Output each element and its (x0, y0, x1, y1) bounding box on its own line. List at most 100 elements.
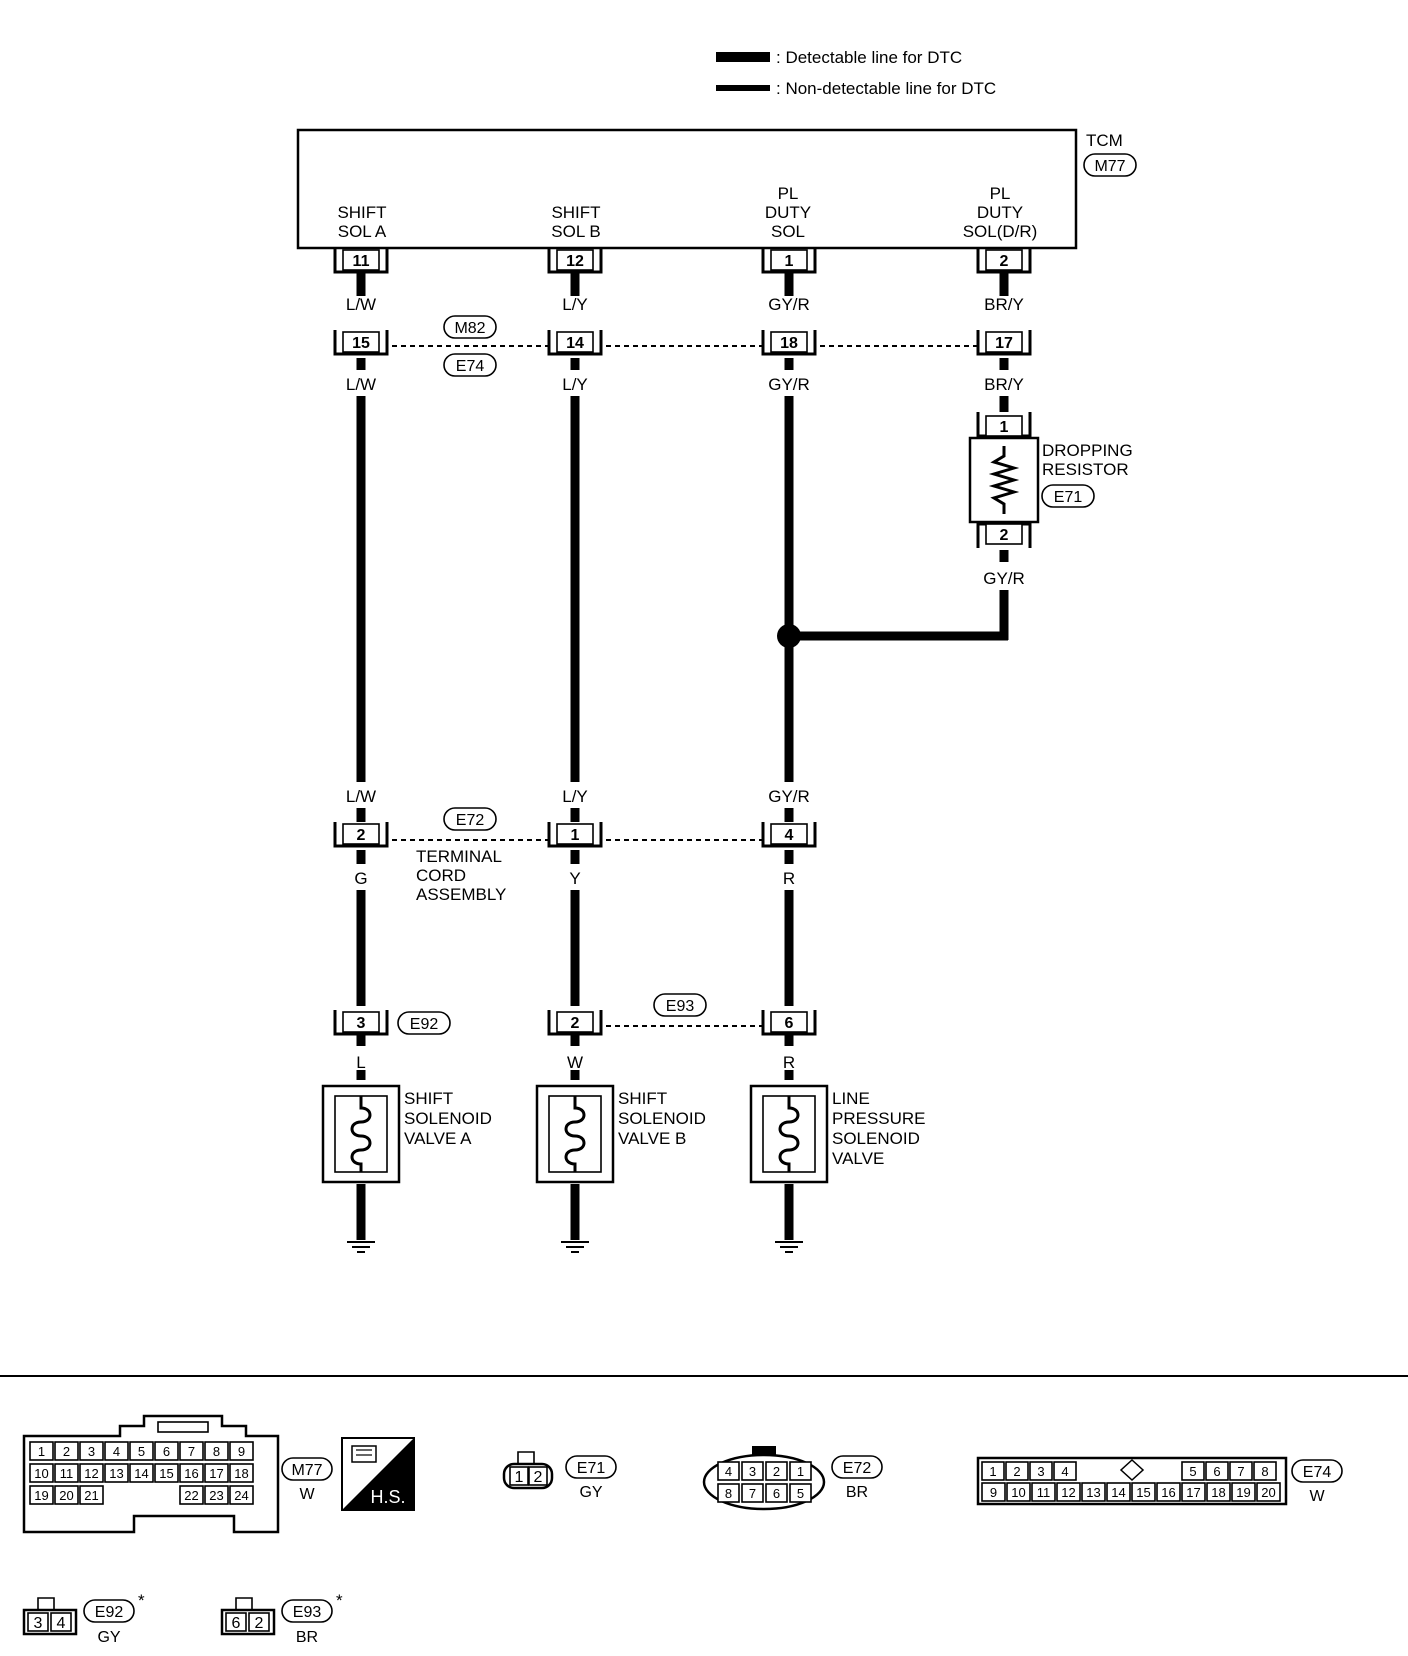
connector-id: M82 (454, 320, 485, 337)
pin-number: 12 (84, 1466, 98, 1481)
pin-number: 1 (38, 1444, 45, 1459)
solenoid-label: VALVE (832, 1149, 884, 1168)
pin-number: 16 (1161, 1485, 1175, 1500)
pin-number: 2 (1013, 1464, 1020, 1479)
connector-id: E92 (95, 1604, 124, 1621)
pin-box (342, 823, 380, 845)
resistor-symbol (988, 446, 1020, 514)
pin-box (29, 1485, 54, 1505)
wire-color-label: Y (569, 869, 580, 888)
pin-number: 2 (63, 1444, 70, 1459)
pin-connector: 14 (547, 330, 603, 356)
pin-number: 5 (797, 1486, 804, 1501)
pin-number: 24 (234, 1488, 248, 1503)
wire-color-label: L/W (346, 375, 376, 394)
pin-box (1181, 1461, 1205, 1481)
tcm-terminal-label: SHIFT (337, 203, 386, 222)
tcm-name: TCM (1086, 131, 1123, 150)
pin-box (1231, 1482, 1256, 1502)
wire-color-label: GY/R (983, 569, 1025, 588)
wire-color-label: GY/R (768, 295, 810, 314)
connector-tab (752, 1446, 776, 1456)
line-pressure-solenoid (749, 1084, 829, 1184)
pin-number: 9 (990, 1485, 997, 1500)
pin-number: 4 (725, 1464, 732, 1479)
wire-color-label: L/Y (562, 295, 588, 314)
joint-connector: 15 14 18 17 M82 E74 (333, 315, 1032, 377)
wire-color-label: L (356, 1053, 365, 1072)
dropping-resistor: 1 2 DROPPING RESISTOR E71 GY/R (968, 412, 1133, 588)
pin-number: 3 (1037, 1464, 1044, 1479)
pin-number: 4 (113, 1444, 120, 1459)
coil-icon (778, 1096, 800, 1172)
pin-number: 9 (238, 1444, 245, 1459)
pin-number: 2 (534, 1469, 543, 1486)
pin-box (342, 1011, 380, 1033)
pin-number: 6 (773, 1486, 780, 1501)
pin-box (981, 1482, 1006, 1502)
terminal-cord-label: TERMINAL (416, 847, 502, 866)
harness-side-label: H.S. (370, 1487, 405, 1507)
pin-number: 4 (785, 827, 794, 844)
wire-color-label: BR/Y (984, 295, 1024, 314)
solenoid-label: SHIFT (618, 1089, 667, 1108)
pin-box (789, 1461, 812, 1481)
pin-box (741, 1461, 764, 1481)
pin-number: 19 (34, 1488, 48, 1503)
pin-box (1056, 1482, 1081, 1502)
pin-box (1156, 1482, 1181, 1502)
terminal-cord-label: ASSEMBLY (416, 885, 506, 904)
pin-number: 7 (188, 1444, 195, 1459)
pin-number: 20 (59, 1488, 73, 1503)
connector-id: E93 (666, 998, 695, 1015)
connector-badge (443, 315, 497, 339)
pin-number: 1 (515, 1469, 524, 1486)
tcm-terminal-label: PL (990, 184, 1011, 203)
pin-number: 17 (995, 335, 1013, 352)
pin-connector: 4 (761, 822, 817, 848)
pin-box (985, 331, 1023, 353)
tcm-box (296, 128, 1078, 250)
pin-number: 2 (773, 1464, 780, 1479)
pin-number: 21 (84, 1488, 98, 1503)
pin-number: 11 (1037, 1485, 1051, 1500)
tcm-terminal-label: SOL (771, 222, 805, 241)
tcm-terminal-label: DUTY (765, 203, 811, 222)
pin-number: 8 (213, 1444, 220, 1459)
pin-connector: 11 (333, 248, 389, 274)
terminal-cord-label: CORD (416, 866, 466, 885)
pin-box (50, 1612, 72, 1632)
pin-box (179, 1463, 204, 1483)
coil-icon (350, 1096, 372, 1172)
pin-number: 17 (209, 1466, 223, 1481)
pin-box (1229, 1461, 1253, 1481)
pin-box (248, 1612, 270, 1632)
pin-box (79, 1485, 104, 1505)
connector-view-e93: 6 2 E93 * BR (220, 1591, 343, 1646)
pin-number: 13 (109, 1466, 123, 1481)
connector-view-e92: 3 4 E92 * GY (22, 1591, 145, 1646)
pin-box (717, 1483, 740, 1503)
connector-tab (235, 1597, 253, 1610)
pin-number: 5 (138, 1444, 145, 1459)
tcm-terminal-label: SHIFT (551, 203, 600, 222)
pin-number: 5 (1189, 1464, 1196, 1479)
pin-bracket (976, 248, 1032, 274)
pin-box (528, 1466, 548, 1486)
connector-badge (281, 1457, 333, 1481)
connector-badge (443, 807, 497, 831)
pin-number: 15 (1136, 1485, 1150, 1500)
wire-color-label: GY/R (768, 787, 810, 806)
pin-box (509, 1466, 529, 1486)
pin-box (770, 1011, 808, 1033)
pin-number: 6 (1213, 1464, 1220, 1479)
wire-color-label: L/Y (562, 375, 588, 394)
pin-box (29, 1463, 54, 1483)
pin-number: 12 (1061, 1485, 1075, 1500)
pin-number: 4 (57, 1615, 66, 1632)
pin-box (985, 415, 1023, 437)
